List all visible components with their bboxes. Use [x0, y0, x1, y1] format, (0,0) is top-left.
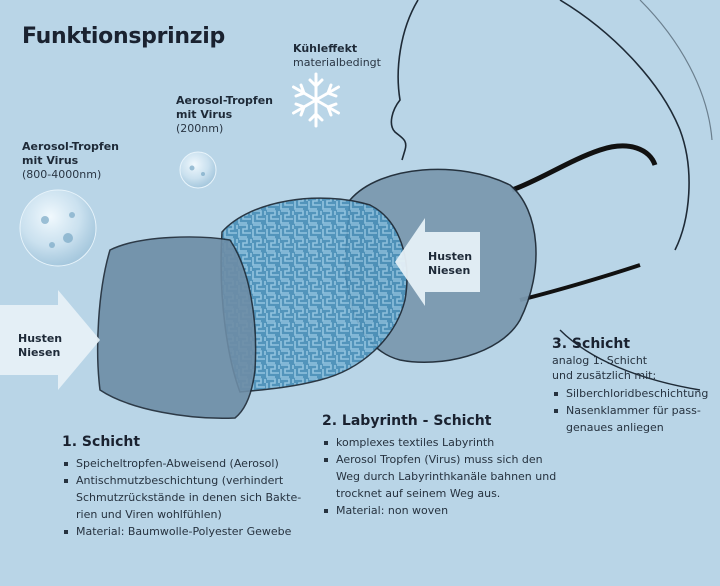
- layer2-item-2: Aerosol Tropfen (Virus) muss sich den We…: [322, 451, 572, 502]
- aerosol-large-title-2: mit Virus: [22, 154, 79, 167]
- cooling-title: Kühleffekt: [293, 42, 358, 55]
- layer2-item-2-line-1: Aerosol Tropfen (Virus) muss sich den: [336, 453, 543, 466]
- layer2-block: 2. Labyrinth - Schicht komplexes textile…: [322, 412, 572, 519]
- cheek-outline: [639, 0, 713, 141]
- layer3-sub-2: und zusätzlich mit:: [552, 369, 657, 382]
- layer2-item-3: Material: non woven: [322, 502, 572, 519]
- layer3-list: Silberchloridbeschichtung Nasenklammer f…: [552, 385, 717, 436]
- layer3-item-2-line-1: Nasenklammer für pass-: [566, 404, 701, 417]
- arrow-left-shape: [0, 290, 100, 390]
- layer1-heading: 1. Schicht: [62, 434, 141, 450]
- droplet-small: [179, 151, 217, 189]
- aerosol-large-title-1: Aerosol-Tropfen: [22, 140, 120, 153]
- face-outline: [390, 0, 419, 161]
- aerosol-small-title-2: mit Virus: [176, 108, 233, 121]
- layer1-item-2: Antischmutzbeschichtung (verhindert Schm…: [62, 472, 312, 523]
- layer2-list: komplexes textiles Labyrinth Aerosol Tro…: [322, 434, 572, 519]
- layer1-item-2-line-2: Schmutzrückstände in denen sich Bakte-: [76, 491, 302, 504]
- arrow-left-line-2: Niesen: [18, 346, 61, 359]
- aerosol-small-size: (200nm): [176, 122, 224, 135]
- layer3-item-1: Silberchloridbeschichtung: [552, 385, 717, 402]
- layer1-block: 1. Schicht Speicheltropfen-Abweisend (Ae…: [62, 433, 312, 540]
- aerosol-large-label: Aerosol-Tropfen mit Virus (800-4000nm): [22, 140, 119, 182]
- mask-layer-1: [96, 236, 257, 420]
- layer2-item-2-line-2: Weg durch Labyrinthkanäle bahnen und: [336, 470, 557, 483]
- arrow-right-line-2: Niesen: [428, 264, 471, 277]
- arrow-left-line-1: Husten: [18, 332, 63, 345]
- aerosol-large-size: (800-4000nm): [22, 168, 102, 181]
- arrow-right-label: Husten Niesen: [428, 250, 472, 278]
- arrow-left-label: Husten Niesen: [18, 332, 62, 360]
- aerosol-small-label: Aerosol-Tropfen mit Virus (200nm): [176, 94, 273, 136]
- page-title: Funktionsprinzip: [22, 24, 225, 49]
- arrow-right-line-1: Husten: [428, 250, 473, 263]
- aerosol-small-title-1: Aerosol-Tropfen: [176, 94, 274, 107]
- layer1-list: Speicheltropfen-Abweisend (Aerosol) Anti…: [62, 455, 312, 540]
- cooling-label: Kühleffekt materialbedingt: [293, 42, 381, 70]
- droplet-large: [19, 189, 97, 267]
- layer3-heading: 3. Schicht: [552, 336, 631, 352]
- ear-strap-lower: [519, 263, 641, 302]
- layer1-item-1: Speicheltropfen-Abweisend (Aerosol): [62, 455, 312, 472]
- head-outline: [559, 0, 690, 251]
- neck-outline: [559, 329, 701, 391]
- layer2-item-2-line-3: trocknet auf seinem Weg aus.: [336, 487, 501, 500]
- ear-strap: [511, 143, 658, 193]
- layer3-item-2-line-2: genaues anliegen: [566, 421, 664, 434]
- layer3-block: 3. Schicht analog 1. Schicht und zusätzl…: [552, 335, 717, 436]
- layer3-item-2: Nasenklammer für pass- genaues anliegen: [552, 402, 717, 436]
- arrow-right-shape: [395, 218, 480, 306]
- layer2-item-1: komplexes textiles Labyrinth: [322, 434, 572, 451]
- cooling-sub: materialbedingt: [293, 56, 381, 69]
- layer3-sub-1: analog 1. Schicht: [552, 354, 648, 367]
- snowflake-icon: [292, 72, 340, 128]
- layer1-item-3: Material: Baumwolle-Polyester Gewebe: [62, 523, 312, 540]
- layer1-item-2-line-3: rien und Viren wohlfühlen): [76, 508, 222, 521]
- layer1-item-2-line-1: Antischmutzbeschichtung (verhindert: [76, 474, 284, 487]
- layer2-heading: 2. Labyrinth - Schicht: [322, 413, 492, 429]
